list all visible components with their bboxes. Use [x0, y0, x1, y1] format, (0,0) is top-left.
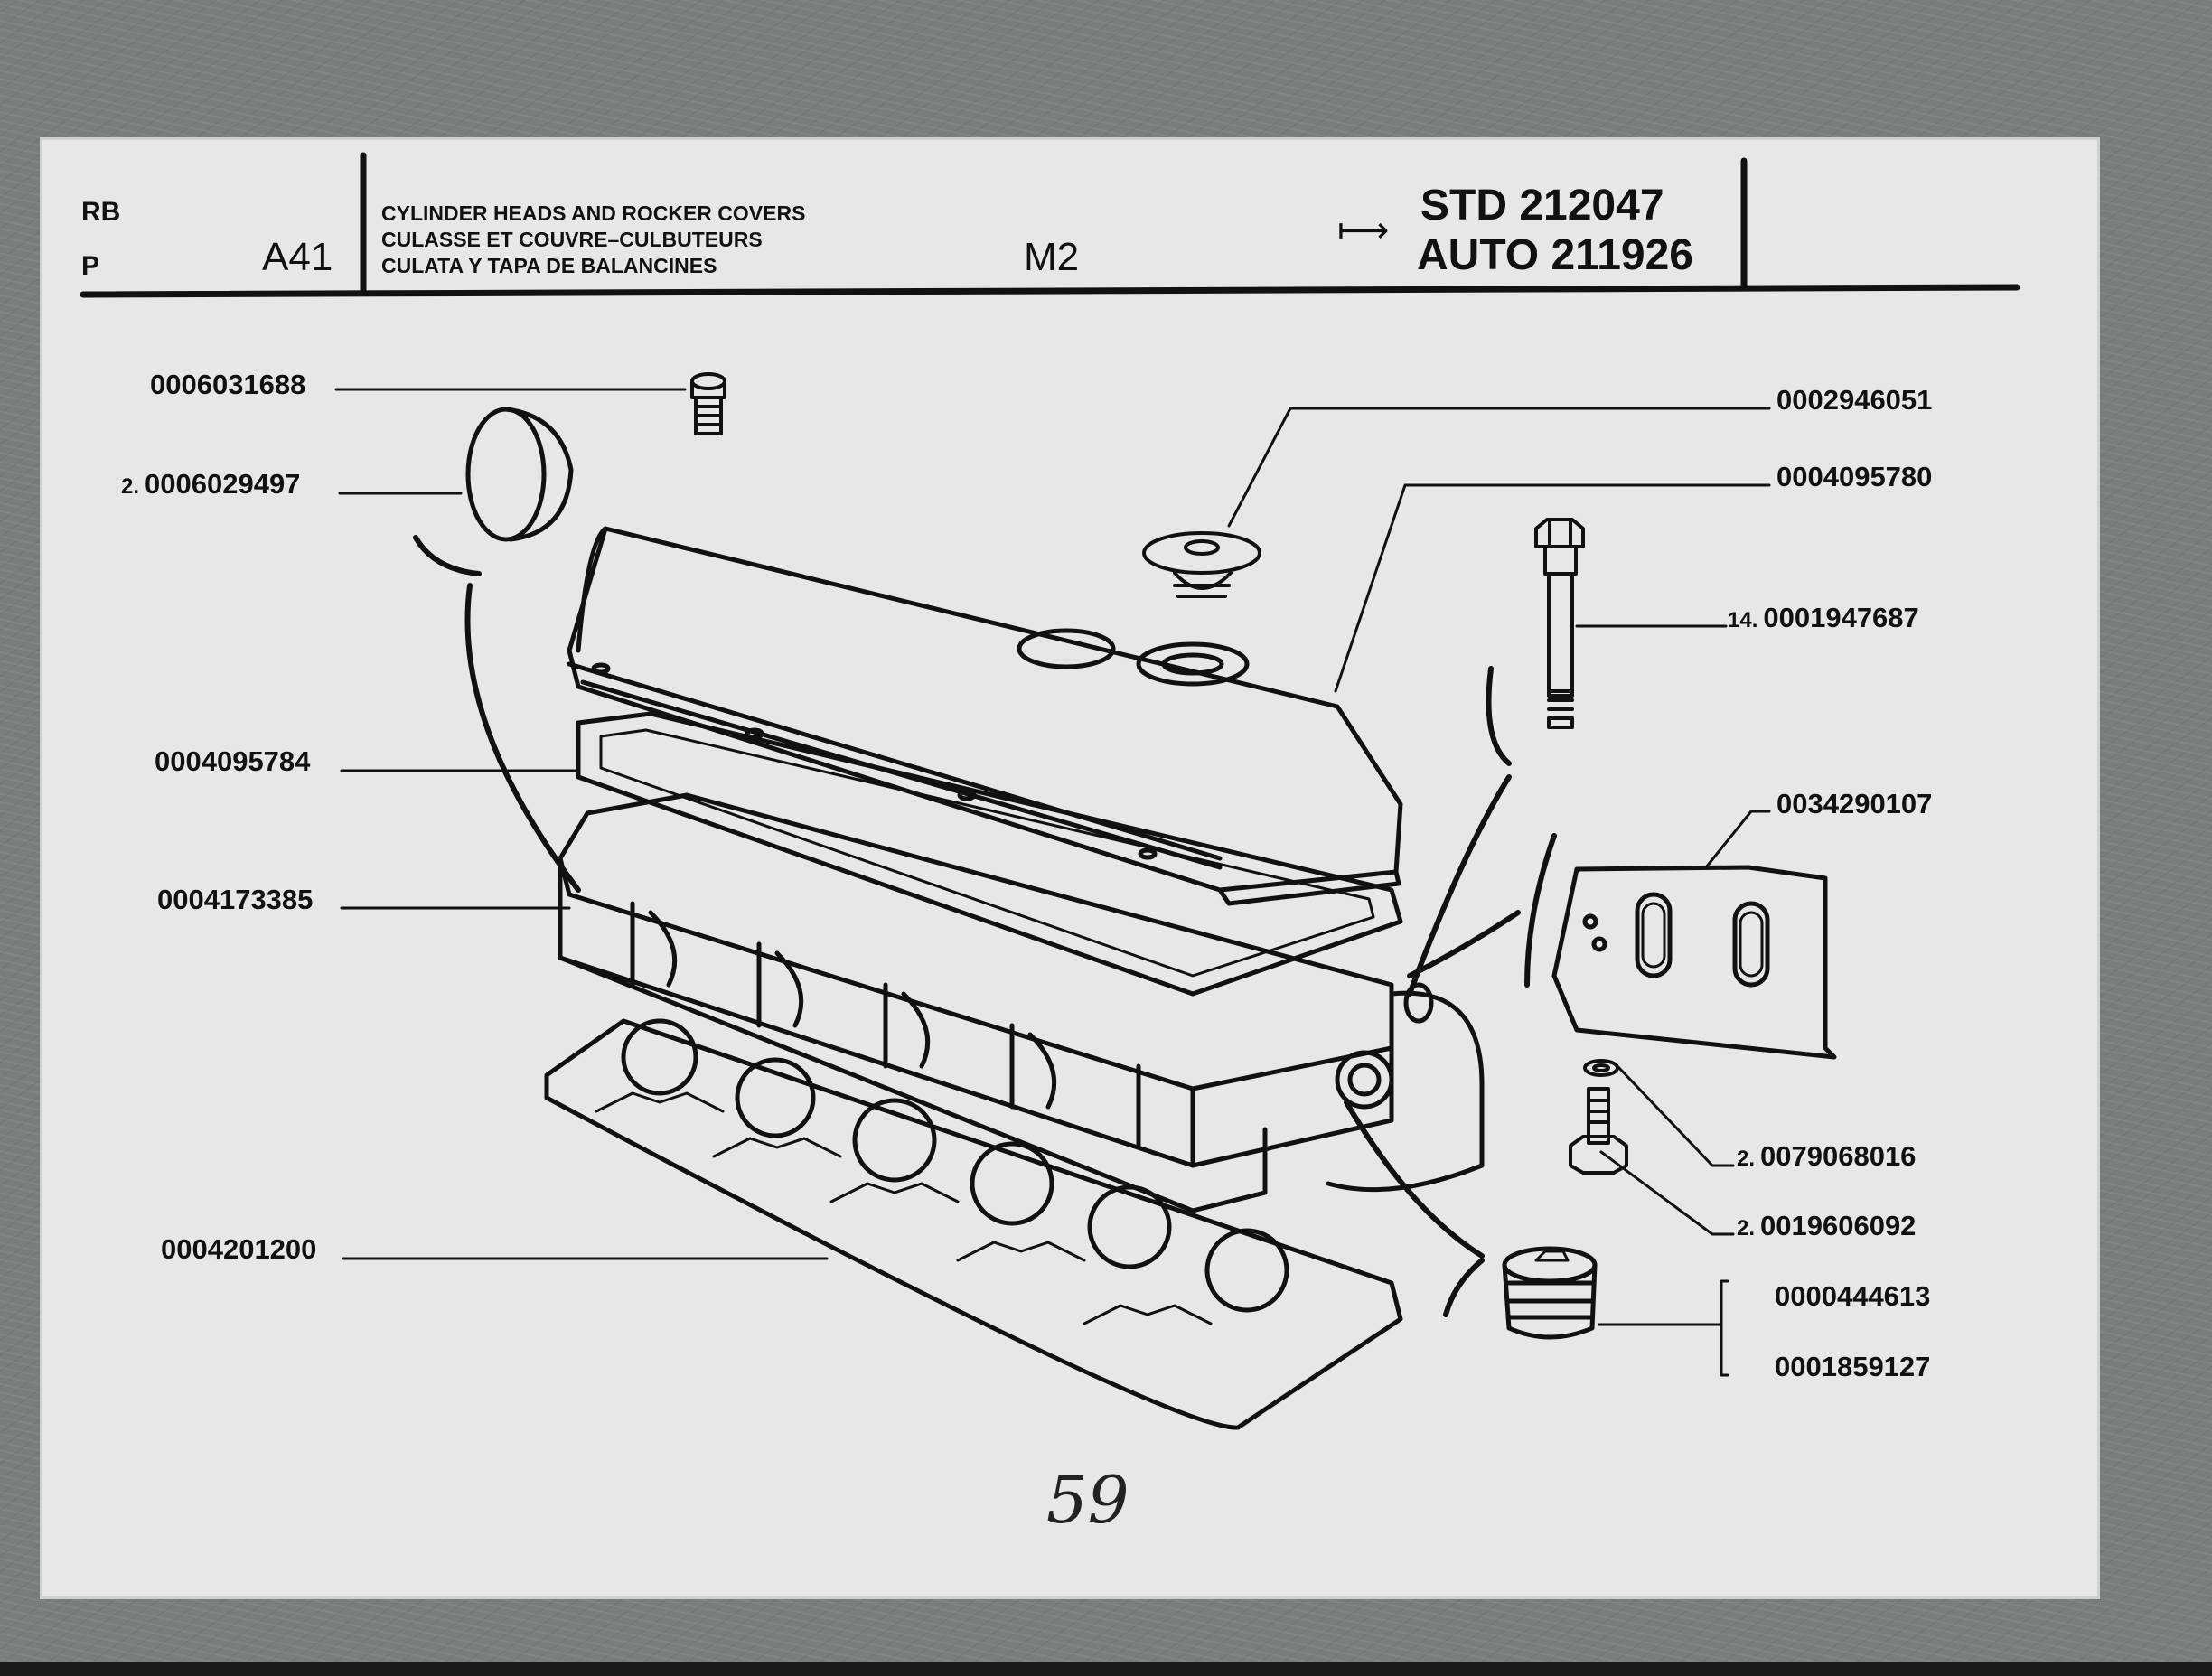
leader-lines	[334, 388, 1771, 1377]
part-label-0004095780: 0004095780	[1776, 461, 1933, 492]
bracket-bolt	[1569, 1087, 1628, 1175]
bottom-edge-bar	[0, 1662, 2212, 1676]
title-spanish: CULATA Y TAPA DE BALANCINES	[381, 254, 717, 277]
range-arrow: ⟼	[1337, 211, 1390, 250]
auto-number: AUTO 211926	[1417, 231, 1693, 279]
header-rules	[80, 152, 2020, 298]
lifting-bracket	[1551, 865, 1837, 1060]
core-plug	[465, 407, 574, 542]
part-label-0019606092: 2.0019606092	[1737, 1210, 1917, 1241]
group-code: A41	[262, 235, 333, 279]
threaded-plug	[1502, 1246, 1598, 1340]
oil-filler-cap	[1142, 531, 1261, 598]
head-gasket	[544, 1018, 1403, 1430]
model-code: M2	[1024, 235, 1080, 279]
part-label-0079068016: 2.0079068016	[1737, 1140, 1917, 1172]
part-label-0001859127: 0001859127	[1775, 1351, 1931, 1382]
code-p: P	[81, 251, 100, 281]
part-label-0004201200: 0004201200	[161, 1233, 317, 1265]
title-french: CULASSE ET COUVRE–CULBUTEURS	[381, 228, 763, 251]
rocker-cover-gasket	[576, 711, 1403, 997]
part-label-0000444613: 0000444613	[1775, 1280, 1931, 1312]
connector-arcs	[413, 535, 1557, 1317]
part-label-0004173385: 0004173385	[157, 884, 314, 915]
part-label-0006029497: 2.0006029497	[121, 468, 301, 500]
part-label-0002946051: 0002946051	[1776, 384, 1933, 416]
part-label-0006031688: 0006031688	[150, 369, 306, 400]
handwritten-page-number: 59	[1046, 1462, 1129, 1538]
vent-screw	[690, 372, 726, 435]
title-english: CYLINDER HEADS AND ROCKER COVERS	[381, 201, 806, 225]
part-label-0034290107: 0034290107	[1776, 788, 1933, 819]
code-rb: RB	[81, 197, 121, 227]
washer	[1583, 1059, 1619, 1077]
rocker-cover	[567, 526, 1403, 906]
cylinder-head	[558, 792, 1485, 1213]
head-bolt	[1534, 518, 1585, 729]
part-label-0001947687: 14.0001947687	[1728, 602, 1919, 633]
std-number: STD 212047	[1420, 182, 1664, 229]
part-label-0004095784: 0004095784	[155, 745, 311, 777]
